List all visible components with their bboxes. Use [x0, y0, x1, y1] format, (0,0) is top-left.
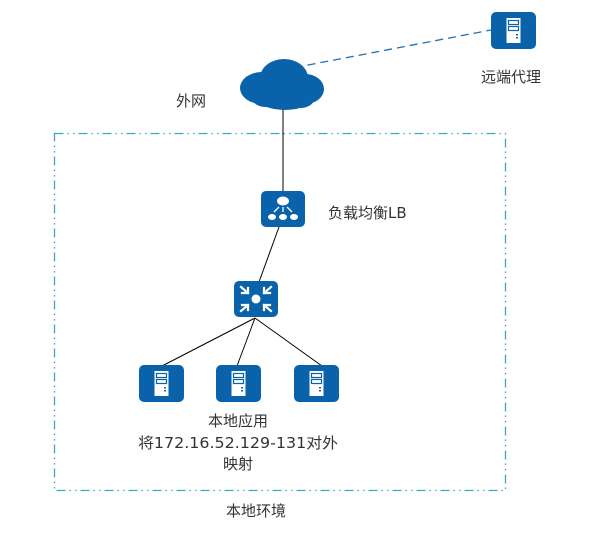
edge-switch-server-2 — [236, 317, 256, 367]
servers-caption-line-1: 本地应用 — [208, 412, 268, 430]
remote-proxy-node[interactable] — [491, 12, 536, 49]
server-node-3[interactable] — [294, 365, 339, 402]
local-environment-boundary — [53, 132, 507, 492]
internet-label: 外网 — [176, 92, 206, 110]
edge-internet-remote-proxy — [281, 29, 492, 71]
servers-caption-line-2: 将172.16.52.129-131对外 — [138, 434, 338, 452]
server-node-2[interactable] — [216, 365, 261, 402]
load-balancer-node[interactable] — [261, 191, 305, 227]
cloud-icon[interactable] — [240, 59, 324, 110]
edge-switch-server-3 — [254, 317, 323, 367]
edge-load-balancer-switch — [258, 226, 280, 283]
load-balancer-label: 负载均衡LB — [328, 204, 407, 222]
servers-caption: 本地应用 将172.16.52.129-131对外 映射 — [138, 412, 338, 473]
edge-switch-server-1 — [161, 317, 256, 367]
switch-node[interactable] — [234, 281, 278, 317]
server-node-1[interactable] — [139, 365, 184, 402]
servers-caption-line-3: 映射 — [223, 455, 253, 473]
remote-proxy-label: 远端代理 — [481, 68, 541, 86]
local-environment-label: 本地环境 — [226, 502, 286, 520]
